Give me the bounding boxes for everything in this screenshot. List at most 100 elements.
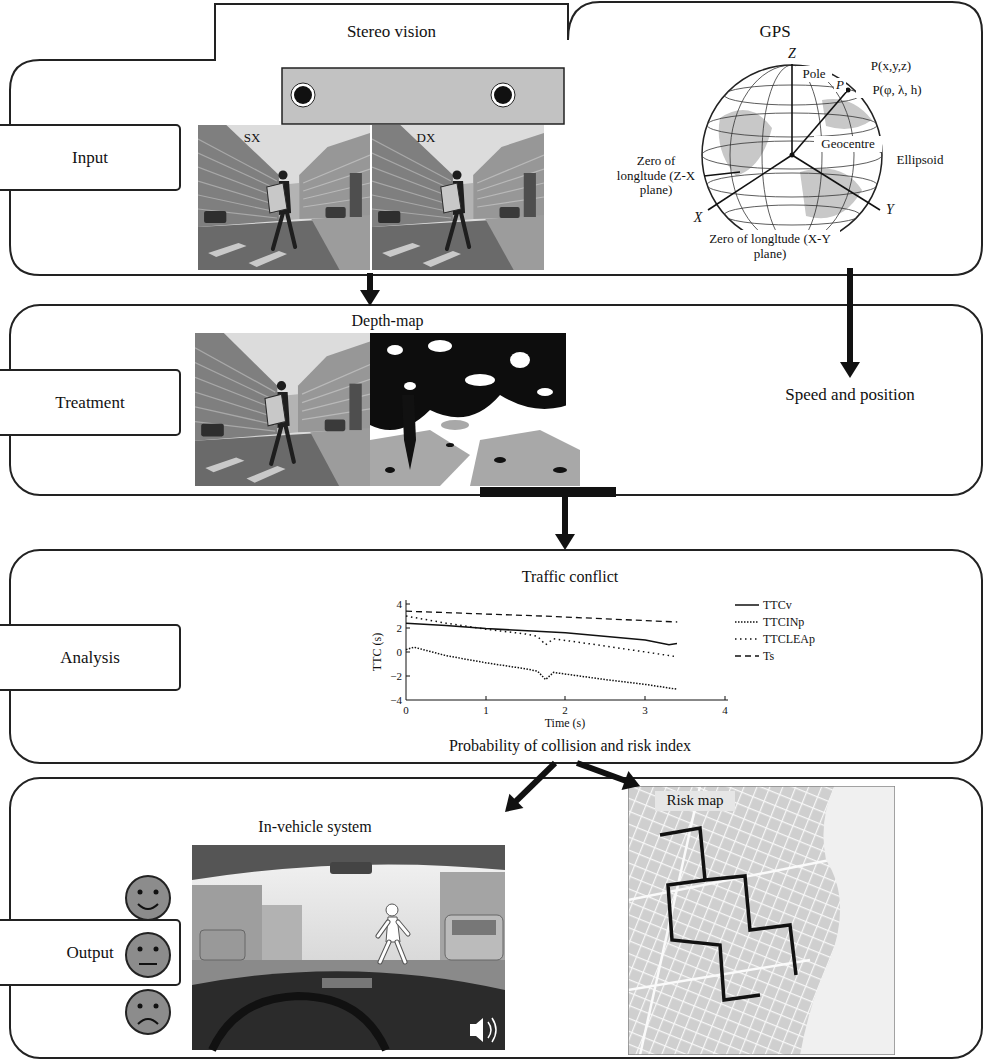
ttc-chart [406, 604, 725, 700]
stage-band: OutputIn-vehicle systemRisk map [10, 778, 982, 1058]
depth-map-images [387, 333, 580, 443]
arrow-head [555, 534, 575, 550]
stage-tab-label: Input [0, 125, 180, 190]
merge-bar [480, 487, 616, 497]
axis-name: Y [884, 202, 896, 218]
panel-caption: Probability of collision and risk index [315, 734, 825, 758]
depth-map-images [387, 345, 403, 355]
point-label: P [834, 78, 846, 92]
stage-tab-label: Output [0, 920, 180, 985]
axis-name: X [692, 210, 704, 226]
arrow-head [622, 771, 640, 790]
gps-globe [702, 64, 882, 245]
gps-globe [704, 172, 740, 176]
flow-arrow [505, 763, 555, 812]
stereo-camera [282, 68, 564, 124]
globe-label: Geocentre [814, 136, 882, 152]
in-vehicle-view [378, 922, 408, 962]
legend-sample [735, 598, 759, 612]
legend-text: TTCLEAp [763, 632, 815, 647]
legend-sample [735, 604, 759, 606]
axis-title: TTC (s) [371, 622, 385, 682]
legend-sample [735, 638, 759, 640]
axis-title: Time (s) [535, 717, 595, 731]
globe-label: Zero of longltude (X-Y plane) [700, 230, 840, 264]
stage-tab [0, 125, 180, 985]
arrow-head [840, 362, 860, 378]
in-vehicle-view [192, 971, 505, 1050]
in-vehicle-view [330, 862, 372, 874]
flow-arrow [840, 268, 860, 378]
alert-icons [138, 1019, 158, 1024]
gps-globe [708, 155, 792, 210]
depth-map-images [370, 420, 580, 486]
depth-map-images [441, 420, 469, 430]
stage-tab [0, 920, 180, 985]
legend-text: Ts [763, 649, 774, 664]
risk-map [668, 880, 760, 1000]
tick-label: 0 [396, 704, 416, 717]
risk-map [800, 786, 895, 1055]
legend-text: TTCINp [763, 615, 804, 630]
alert-icons [154, 1004, 159, 1009]
output-panel: Risk map [628, 786, 895, 1055]
globe-grid [702, 65, 882, 245]
stereo-images [198, 125, 544, 270]
globe-label: Ellipsoid [888, 152, 952, 168]
globe-label: P(φ, λ, h) [856, 82, 938, 98]
legend-item: TTCINp [735, 615, 804, 629]
arrow-head [360, 290, 380, 306]
in-vehicle-view [470, 1018, 483, 1042]
depth-map-images [446, 443, 454, 447]
output-panel: In-vehicle system [115, 812, 515, 1054]
legend-item: Ts [735, 649, 774, 663]
image-label: DX [412, 130, 440, 146]
risk-map [628, 786, 830, 1055]
gps-globe [791, 64, 793, 155]
globe-grid [762, 65, 822, 245]
process-panel: Depth-map [190, 306, 585, 493]
input-panel: GPS [590, 4, 982, 268]
stage-band: AnalysisTraffic conflictProbability of c… [10, 550, 982, 763]
depth-map-images [404, 382, 416, 390]
arrow-shaft [515, 763, 555, 802]
in-vehicle-view [322, 978, 372, 988]
depth-map-images [553, 467, 567, 473]
alert-icons [154, 947, 159, 952]
ttc-chart [406, 600, 728, 700]
alert-icons [126, 876, 170, 920]
in-vehicle-view [192, 960, 505, 1050]
depth-map-images [470, 430, 580, 486]
arrow-shaft [562, 495, 568, 536]
depth-map-images [510, 352, 530, 368]
flow-arrow [555, 495, 575, 550]
alert-icons [126, 933, 170, 977]
stage-tab [0, 370, 180, 435]
risk-map [628, 786, 895, 1055]
panel-heading: Depth-map [190, 310, 585, 332]
in-vehicle-view [192, 845, 505, 1050]
panel-heading: Speed and position [740, 378, 960, 412]
stereo-camera [291, 83, 315, 107]
legend-sample [735, 615, 759, 629]
arrow-shaft [847, 268, 853, 364]
in-vehicle-view [386, 904, 398, 916]
in-vehicle-view [192, 885, 262, 960]
stereo-images [370, 125, 372, 270]
flow-arrow [360, 273, 380, 306]
stereo-images [372, 125, 544, 270]
stage-tab-label: Analysis [0, 625, 180, 690]
in-vehicle-view [378, 922, 408, 962]
legend-sample [735, 632, 759, 646]
depth-map-images [465, 374, 495, 386]
arrow-head [505, 794, 523, 812]
panel-heading: Traffic conflict [315, 566, 825, 588]
panel-heading: In-vehicle system [115, 815, 515, 839]
alert-icons [126, 990, 170, 1034]
stage-tab-label: Treatment [0, 370, 180, 435]
alert-icons [154, 890, 159, 895]
tick-label: 4 [378, 597, 402, 611]
